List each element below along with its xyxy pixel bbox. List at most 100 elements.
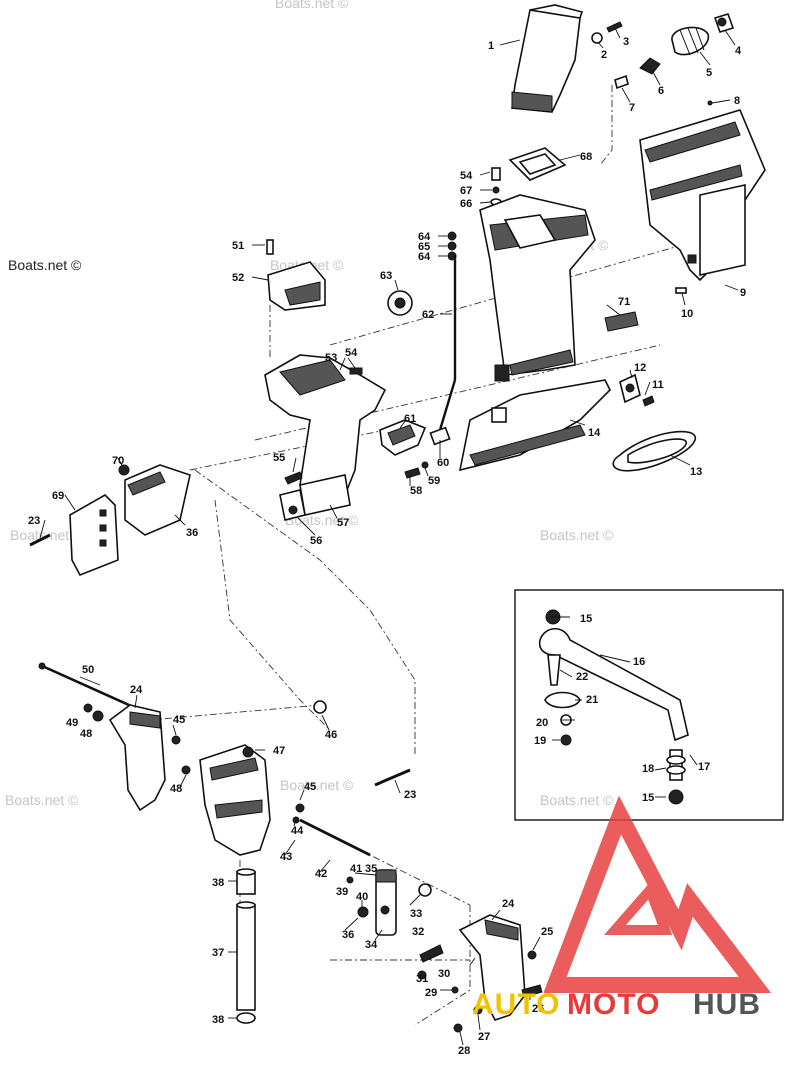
callout-47: 47 [273, 745, 285, 757]
part-tilt-tube-42 [292, 803, 371, 857]
callout-7: 7 [629, 102, 635, 114]
part-small-hardware-top [591, 13, 735, 106]
part-upper-cover-52 [266, 239, 326, 311]
callout-67: 67 [460, 185, 472, 197]
callout-40: 40 [356, 891, 368, 903]
callout-62: 62 [422, 309, 434, 321]
callout-66: 66 [460, 198, 472, 210]
callout-35: 35 [365, 863, 377, 875]
callout-64-lower: 64 [418, 251, 431, 263]
leader-lines [39, 27, 739, 1046]
callout-51: 51 [232, 240, 244, 252]
part-fasteners-mid [284, 461, 429, 485]
callout-32: 32 [412, 926, 424, 938]
part-mount-12 [619, 373, 655, 407]
callout-39: 39 [336, 886, 348, 898]
watermark-faint: Boats.net © [540, 792, 614, 808]
callout-48-left: 48 [80, 728, 92, 740]
brand-word-auto: AUTO [472, 988, 560, 1021]
callout-9: 9 [740, 287, 746, 299]
callout-43: 43 [280, 851, 292, 863]
callout-42: 42 [315, 868, 327, 880]
part-stern-bracket-left [83, 703, 166, 812]
part-swivel-bracket [264, 354, 387, 516]
part-tube-37 [236, 901, 256, 1011]
callout-34: 34 [365, 939, 378, 951]
part-bolt-23-upper [29, 533, 51, 547]
callout-27: 27 [478, 1031, 490, 1043]
part-swivel-bracket-lower [199, 744, 271, 856]
watermark-faint: Boats.net © [280, 777, 354, 793]
callout-49: 49 [66, 717, 78, 729]
callout-68: 68 [580, 151, 592, 163]
brand-word-hub: HUB [693, 988, 761, 1021]
part-seal-13 [612, 430, 696, 472]
watermark-faint: Boats.net © [275, 0, 349, 11]
brand-word-moto: MOTO [567, 988, 660, 1021]
automotohub-wordmark: AUTO MOTO HUB [472, 988, 761, 1021]
callout-54-lower: 54 [345, 347, 358, 359]
part-stern-bracket-right [453, 914, 543, 1033]
callout-8: 8 [734, 95, 740, 107]
callout-30: 30 [438, 968, 450, 980]
callout-24-right: 24 [502, 898, 515, 910]
part-fasteners-upper [447, 167, 502, 261]
callout-41: 41 [350, 863, 362, 875]
part-pad-69 [69, 494, 119, 577]
callout-24-left: 24 [130, 684, 143, 696]
automotohub-logo [543, 795, 772, 993]
callout-19: 19 [534, 735, 546, 747]
part-driveshaft-housing [458, 194, 611, 472]
callout-29: 29 [425, 987, 437, 999]
callout-16: 16 [633, 656, 645, 668]
callout-20: 20 [536, 717, 548, 729]
callout-23-upper: 23 [28, 515, 40, 527]
callout-64-upper: 64 [418, 231, 431, 243]
callout-46-right: 46 [325, 729, 337, 741]
callout-55: 55 [273, 452, 285, 464]
callout-11: 11 [652, 379, 664, 391]
callout-52: 52 [232, 272, 244, 284]
part-cowl-panel [639, 109, 766, 294]
callout-10: 10 [681, 308, 693, 320]
callout-17: 17 [698, 761, 710, 773]
callout-54-upper: 54 [460, 170, 473, 182]
callout-6: 6 [658, 85, 664, 97]
callout-59: 59 [428, 475, 440, 487]
callout-38-lower: 38 [212, 1014, 224, 1026]
callout-56: 56 [310, 535, 322, 547]
callout-25: 25 [541, 926, 553, 938]
callout-21: 21 [586, 694, 598, 706]
part-bolt-23-lower [374, 768, 411, 787]
callout-14: 14 [588, 427, 601, 439]
inset-steering-link-box [514, 589, 784, 821]
callout-18: 18 [642, 763, 654, 775]
logo-triangle-icon [543, 795, 772, 993]
callout-15-top: 15 [580, 613, 592, 625]
callout-3: 3 [623, 36, 629, 48]
callout-15-bottom: 15 [642, 792, 654, 804]
callout-12: 12 [634, 362, 646, 374]
callout-60: 60 [437, 457, 449, 469]
part-spacer-38-lower [236, 1012, 256, 1024]
callout-57: 57 [337, 517, 349, 529]
callout-1: 1 [488, 40, 494, 52]
callout-13: 13 [690, 466, 702, 478]
callout-26: 26 [532, 1003, 544, 1015]
callout-22: 22 [576, 671, 588, 683]
callout-36-lower: 36 [342, 929, 354, 941]
callout-2: 2 [601, 49, 607, 61]
callout-38-upper: 38 [212, 877, 224, 889]
watermark-boats-net: Boats.net © [8, 257, 82, 273]
callout-45-left: 45 [173, 714, 185, 726]
callout-36-upper: 36 [186, 527, 198, 539]
callout-labels: 1 2 3 4 5 6 7 8 9 10 11 12 13 14 15 15 1… [28, 36, 746, 1057]
callout-50: 50 [82, 664, 94, 676]
callout-4: 4 [735, 45, 742, 57]
callout-48-right: 48 [170, 783, 182, 795]
part-bolt-50 [38, 662, 141, 712]
callout-61: 61 [404, 413, 416, 425]
callout-70: 70 [112, 455, 124, 467]
part-small-fasteners-lower-left [171, 700, 327, 775]
